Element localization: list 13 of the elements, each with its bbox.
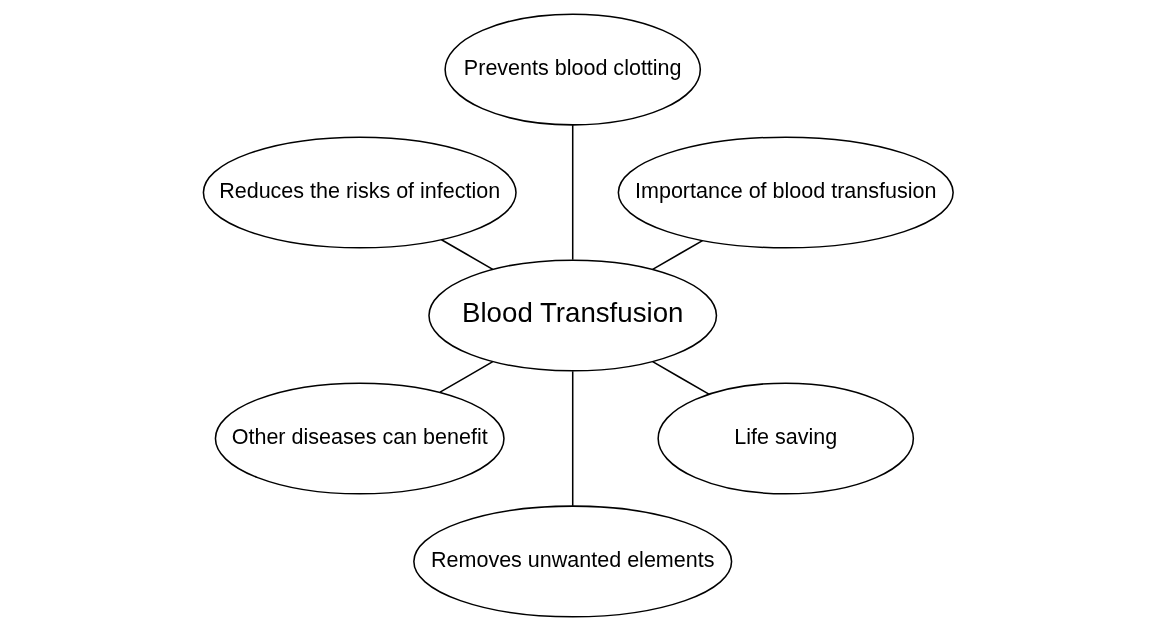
connector [651, 239, 704, 271]
node-ellipse: Other diseases can benefit [214, 382, 505, 495]
node-ellipse: Prevents blood clotting [444, 13, 702, 126]
node-ellipse: Importance of blood transfusion [617, 136, 954, 249]
node-ellipse: Blood Transfusion [428, 259, 718, 372]
connector [440, 238, 494, 271]
connector [439, 360, 494, 393]
connector [651, 360, 710, 395]
node-ellipse: Life saving [657, 382, 915, 495]
node-ellipse: Reduces the risks of infection [202, 136, 517, 249]
node-ellipse: Removes unwanted elements [413, 505, 733, 618]
connector [571, 370, 574, 507]
connector [571, 124, 574, 261]
